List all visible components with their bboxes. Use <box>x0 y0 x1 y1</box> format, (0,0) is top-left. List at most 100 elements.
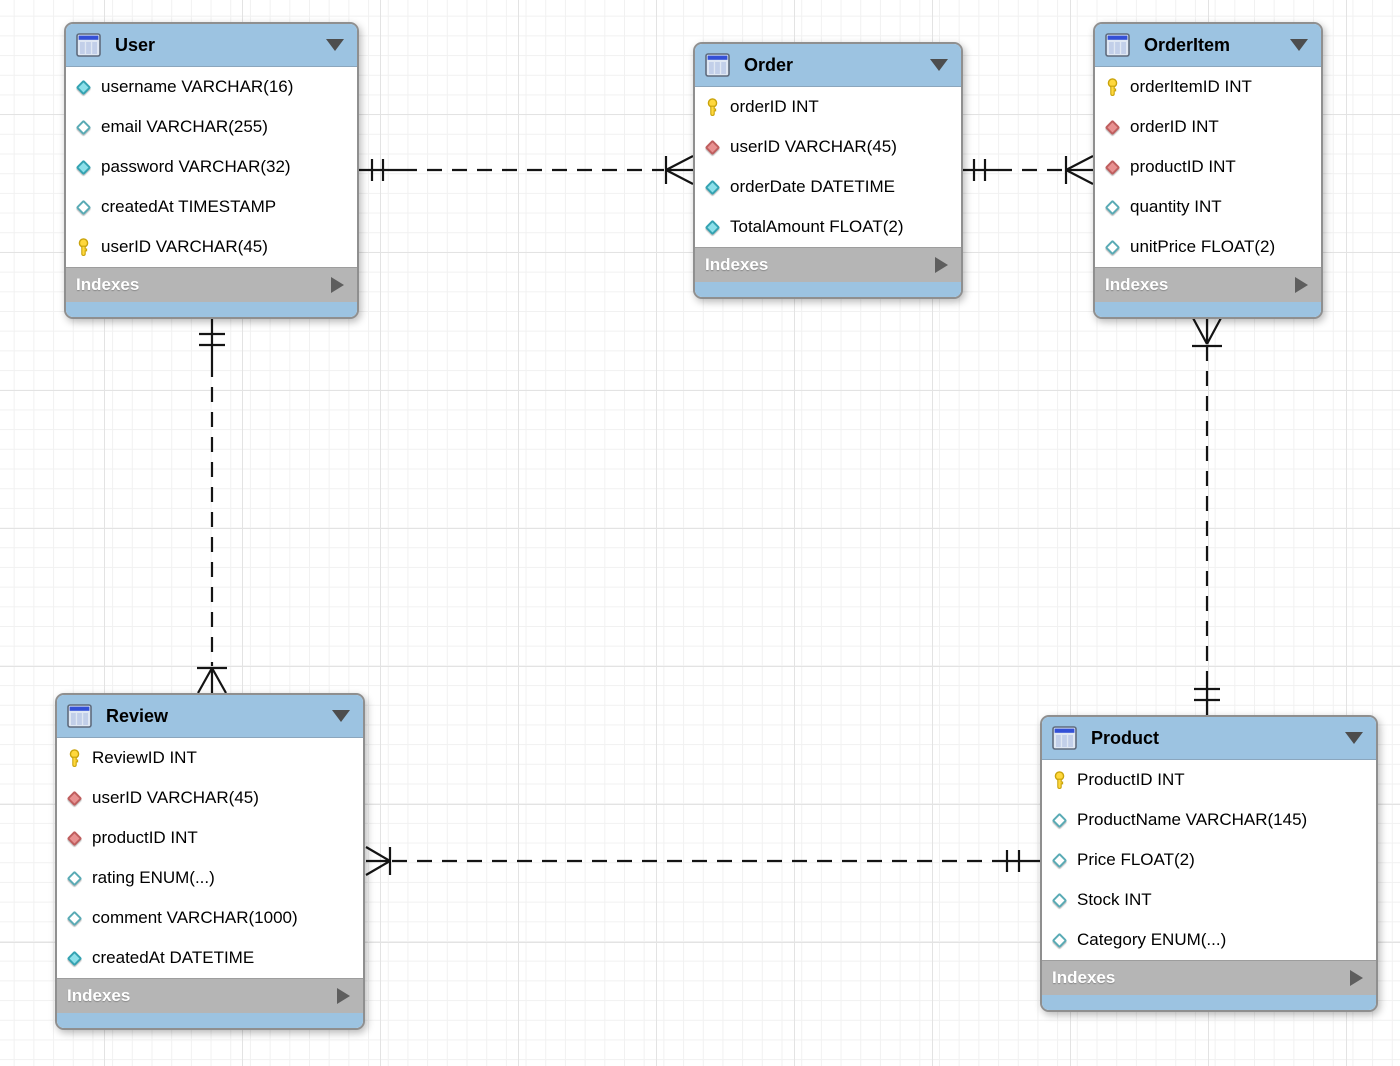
table-footer-bar <box>57 1013 363 1028</box>
indexes-section[interactable]: Indexes <box>695 247 961 282</box>
table-footer-bar <box>1095 302 1321 317</box>
table-field-row[interactable]: quantity INT <box>1095 187 1321 227</box>
table-title: OrderItem <box>1144 34 1231 55</box>
field-label: Category ENUM(...) <box>1077 930 1227 949</box>
relationship-order-orderitem[interactable] <box>962 155 1094 185</box>
field-label: comment VARCHAR(1000) <box>92 908 298 927</box>
collapse-arrow-icon[interactable] <box>930 59 948 71</box>
column-notnull-icon <box>704 179 721 195</box>
table-field-row[interactable]: password VARCHAR(32) <box>66 147 357 187</box>
indexes-section[interactable]: Indexes <box>66 267 357 302</box>
expand-arrow-icon[interactable] <box>1295 277 1308 293</box>
indexes-section[interactable]: Indexes <box>57 978 363 1013</box>
table-columns: orderItemID INT orderID INT productID INT q… <box>1095 67 1321 267</box>
table-icon <box>1052 725 1078 751</box>
table-icon <box>1105 32 1131 58</box>
table-field-row[interactable]: orderItemID INT <box>1095 67 1321 107</box>
relationship-user-review[interactable] <box>197 318 227 694</box>
table-field-row[interactable]: ReviewID INT <box>57 738 363 778</box>
table-order-header[interactable]: Order <box>695 44 961 87</box>
table-review-header[interactable]: Review <box>57 695 363 738</box>
table-field-row[interactable]: comment VARCHAR(1000) <box>57 898 363 938</box>
indexes-label: Indexes <box>1105 275 1169 294</box>
table-title: Product <box>1091 727 1160 748</box>
field-label: username VARCHAR(16) <box>101 77 294 96</box>
field-label: orderDate DATETIME <box>730 177 896 196</box>
table-field-row[interactable]: Price FLOAT(2) <box>1042 840 1376 880</box>
indexes-label: Indexes <box>705 255 769 274</box>
table-footer-bar <box>1042 995 1376 1010</box>
table-field-row[interactable]: userID VARCHAR(45) <box>66 227 357 267</box>
primary-key-icon <box>1105 77 1120 97</box>
table-icon <box>67 703 93 729</box>
table-user-header[interactable]: User <box>66 24 357 67</box>
table-review[interactable]: Review ReviewID INT userID VARCHAR(45) pro… <box>55 693 365 1030</box>
table-field-row[interactable]: unitPrice FLOAT(2) <box>1095 227 1321 267</box>
indexes-section[interactable]: Indexes <box>1095 267 1321 302</box>
collapse-arrow-icon[interactable] <box>326 39 344 51</box>
table-orderitem-header[interactable]: OrderItem <box>1095 24 1321 67</box>
indexes-section[interactable]: Indexes <box>1042 960 1376 995</box>
column-nullable-icon <box>75 119 92 135</box>
field-label: ReviewID INT <box>92 748 197 767</box>
expand-arrow-icon[interactable] <box>1350 970 1363 986</box>
field-label: orderItemID INT <box>1130 77 1252 96</box>
indexes-label: Indexes <box>1052 968 1116 987</box>
table-field-row[interactable]: userID VARCHAR(45) <box>695 127 961 167</box>
foreign-key-icon <box>66 830 83 846</box>
field-label: userID VARCHAR(45) <box>92 788 259 807</box>
column-notnull-icon <box>66 950 83 966</box>
primary-key-icon <box>76 237 91 257</box>
table-field-row[interactable]: orderID INT <box>1095 107 1321 147</box>
table-field-row[interactable]: productID INT <box>1095 147 1321 187</box>
foreign-key-icon <box>704 139 721 155</box>
table-field-row[interactable]: email VARCHAR(255) <box>66 107 357 147</box>
column-notnull-icon <box>75 159 92 175</box>
table-field-row[interactable]: userID VARCHAR(45) <box>57 778 363 818</box>
relationship-product-review[interactable] <box>365 846 1040 876</box>
table-field-row[interactable]: productID INT <box>57 818 363 858</box>
field-label: unitPrice FLOAT(2) <box>1130 237 1276 256</box>
relationship-user-order[interactable] <box>359 155 694 185</box>
table-product-header[interactable]: Product <box>1042 717 1376 760</box>
field-label: rating ENUM(...) <box>92 868 215 887</box>
expand-arrow-icon[interactable] <box>935 257 948 273</box>
table-field-row[interactable]: Category ENUM(...) <box>1042 920 1376 960</box>
field-label: userID VARCHAR(45) <box>101 237 268 256</box>
table-orderitem[interactable]: OrderItem orderItemID INT orderID INT prod… <box>1093 22 1323 319</box>
expand-arrow-icon[interactable] <box>337 988 350 1004</box>
column-nullable-icon <box>1104 239 1121 255</box>
table-title: Order <box>744 54 794 75</box>
field-label: createdAt TIMESTAMP <box>101 197 277 216</box>
table-field-row[interactable]: TotalAmount FLOAT(2) <box>695 207 961 247</box>
column-nullable-icon <box>1104 199 1121 215</box>
table-field-row[interactable]: orderID INT <box>695 87 961 127</box>
table-field-row[interactable]: username VARCHAR(16) <box>66 67 357 107</box>
table-field-row[interactable]: orderDate DATETIME <box>695 167 961 207</box>
table-field-row[interactable]: createdAt DATETIME <box>57 938 363 978</box>
collapse-arrow-icon[interactable] <box>1290 39 1308 51</box>
table-field-row[interactable]: Stock INT <box>1042 880 1376 920</box>
table-field-row[interactable]: rating ENUM(...) <box>57 858 363 898</box>
table-field-row[interactable]: createdAt TIMESTAMP <box>66 187 357 227</box>
table-field-row[interactable]: ProductName VARCHAR(145) <box>1042 800 1376 840</box>
primary-key-icon <box>705 97 720 117</box>
field-label: productID INT <box>1130 157 1236 176</box>
collapse-arrow-icon[interactable] <box>1345 732 1363 744</box>
relationship-product-orderitem[interactable] <box>1192 317 1222 715</box>
column-nullable-icon <box>75 199 92 215</box>
foreign-key-icon <box>1104 119 1121 135</box>
expand-arrow-icon[interactable] <box>331 277 344 293</box>
table-field-row[interactable]: ProductID INT <box>1042 760 1376 800</box>
foreign-key-icon <box>1104 159 1121 175</box>
table-title: Review <box>106 705 169 726</box>
collapse-arrow-icon[interactable] <box>332 710 350 722</box>
field-label: productID INT <box>92 828 198 847</box>
table-footer-bar <box>66 302 357 317</box>
table-user[interactable]: User username VARCHAR(16) email VARCHAR(2… <box>64 22 359 319</box>
table-footer-bar <box>695 282 961 297</box>
